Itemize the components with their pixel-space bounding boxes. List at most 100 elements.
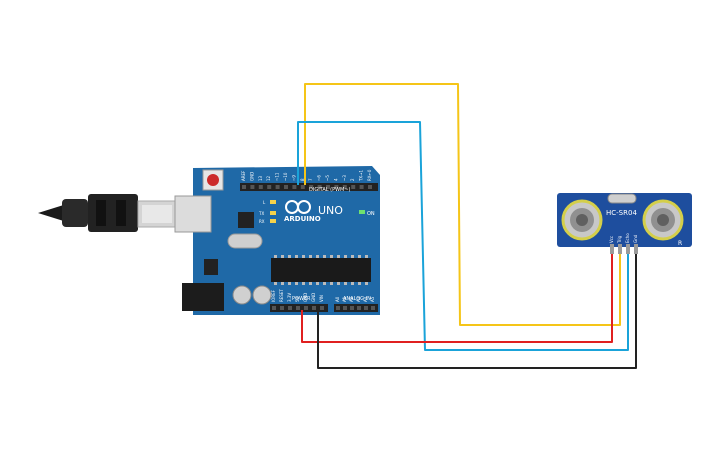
chip-pin (358, 282, 361, 285)
header-pin[interactable] (312, 306, 316, 310)
led-l (270, 200, 276, 204)
pin-label: RX←0 (367, 169, 372, 181)
header-pin[interactable] (357, 306, 361, 310)
header-pin[interactable] (317, 185, 322, 189)
header-pin[interactable] (342, 185, 347, 189)
header-pin[interactable] (250, 185, 255, 189)
transmitter-icon (561, 199, 603, 241)
digital-header (240, 183, 378, 191)
pin-label: AREF (241, 170, 246, 181)
chip-pin (274, 255, 277, 258)
power-label: POWER (292, 296, 311, 302)
chip-pin (316, 255, 319, 258)
header-pin[interactable] (350, 306, 354, 310)
echo-wire[interactable] (297, 121, 629, 351)
pin-label: ~9 (291, 175, 296, 181)
header-pin[interactable] (300, 185, 305, 189)
chip-pin (302, 282, 305, 285)
pin-label: 4 (333, 178, 338, 181)
led-tx (270, 211, 276, 215)
power-jack (182, 283, 224, 311)
led-tx-label: TX (258, 211, 264, 216)
header-pin[interactable] (275, 185, 280, 189)
header-pin[interactable] (334, 185, 339, 189)
sensor-pin-label: Gnd (633, 234, 638, 243)
usb-jack (174, 195, 212, 233)
led-rx (270, 219, 276, 223)
chip-pin (323, 255, 326, 258)
sensor-crystal (607, 193, 637, 204)
chip-pin (281, 255, 284, 258)
pin-label: 12 (266, 175, 271, 181)
header-pin[interactable] (320, 306, 324, 310)
trig-wire[interactable] (304, 83, 621, 326)
pin-label: 13 (258, 175, 263, 181)
header-pin[interactable] (258, 185, 263, 189)
led-rx-label: RX (259, 219, 265, 224)
pin-label: A5 (370, 296, 375, 302)
chip-pin (288, 255, 291, 258)
header-pin[interactable] (368, 185, 372, 189)
header-pin[interactable] (336, 306, 340, 310)
pin-label: A4 (363, 296, 368, 302)
pin-label: A0 (335, 296, 340, 302)
header-pin[interactable] (288, 306, 292, 310)
crystal (227, 233, 263, 249)
sensor-side-mark: R (678, 240, 682, 247)
chip-pin (358, 255, 361, 258)
pin-label: A1 (342, 296, 347, 302)
chip-pin (295, 282, 298, 285)
pin-label: ~10 (283, 172, 288, 181)
chip-pin (316, 282, 319, 285)
header-pin[interactable] (292, 185, 297, 189)
usb-cable[interactable] (38, 194, 177, 232)
header-pin[interactable] (280, 306, 284, 310)
header-pin[interactable] (326, 185, 330, 189)
header-pin[interactable] (284, 185, 288, 189)
chip-pin (302, 255, 305, 258)
pin-label: A2 (349, 296, 354, 302)
pin-label: GND (311, 293, 316, 302)
chip-pin (309, 255, 312, 258)
arduino-model-text: UNO (318, 204, 343, 217)
pin-label: GND (303, 293, 308, 302)
capacitor-icon (252, 285, 272, 305)
header-pin[interactable] (242, 185, 246, 189)
sensor-pin[interactable] (634, 244, 638, 254)
arduino-brand-text: ARDUINO (284, 215, 321, 223)
chip-pin (365, 282, 368, 285)
header-pin[interactable] (359, 185, 364, 189)
pin-label: GND (249, 172, 254, 181)
vcc-wire[interactable] (301, 254, 613, 343)
chip-pin (337, 255, 340, 258)
chip-pin (344, 282, 347, 285)
chip-pin (337, 282, 340, 285)
header-pin[interactable] (267, 185, 272, 189)
header-pin[interactable] (351, 185, 356, 189)
pin-label: A3 (356, 296, 361, 302)
gnd-wire[interactable] (317, 254, 637, 369)
pin-label: 2 (350, 178, 355, 181)
pin-label: ~11 (275, 172, 280, 181)
usb-chip (238, 212, 254, 228)
chip-pin (365, 255, 368, 258)
sensor-pin[interactable] (610, 244, 614, 254)
chip-pin (288, 282, 291, 285)
header-pin[interactable] (309, 185, 314, 189)
header-pin[interactable] (272, 306, 276, 310)
header-pin[interactable] (371, 306, 375, 310)
pin-label: 7 (308, 178, 313, 181)
header-pin[interactable] (364, 306, 368, 310)
header-pin[interactable] (304, 306, 308, 310)
header-pin[interactable] (343, 306, 347, 310)
pin-label: ~5 (325, 175, 330, 181)
analog-label: ANALOG IN (343, 296, 371, 302)
sensor-pin[interactable] (618, 244, 622, 254)
pin-label: TX→1 (359, 169, 364, 182)
chip-pin (344, 255, 347, 258)
header-pin[interactable] (296, 306, 300, 310)
sensor-pin[interactable] (626, 244, 630, 254)
